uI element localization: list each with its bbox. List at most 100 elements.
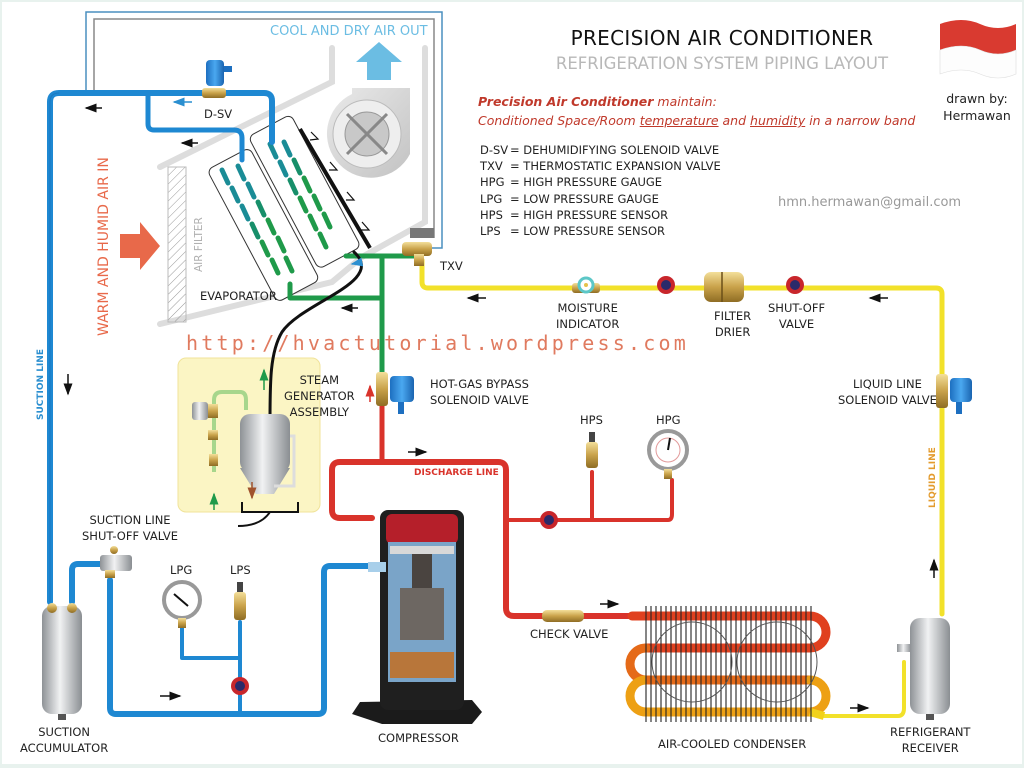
legend-abbr: LPS: [480, 224, 501, 239]
hps-label: HPS: [580, 413, 603, 427]
dsv-solenoid-valve-icon: [202, 60, 232, 98]
air-in-label: WARM AND HUMID AIR IN: [96, 157, 112, 336]
air-out-label: COOL AND DRY AIR OUT: [270, 24, 428, 39]
moisture-label-1: MOISTURE: [557, 301, 618, 315]
moisture-indicator-icon: [572, 276, 600, 294]
intro-line2-a: Conditioned Space/Room: [478, 113, 640, 128]
legend-desc: = DEHUMIDIFYING SOLENOID VALVE: [510, 143, 720, 157]
steam-label-1: STEAM: [299, 373, 339, 387]
air-cooled-condenser: [625, 606, 831, 722]
liquid-line-pipe: [419, 257, 945, 617]
txv-label: TXV: [440, 259, 463, 273]
air-in-arrow-icon: [120, 222, 160, 270]
legend-desc: = LOW PRESSURE GAUGE: [510, 191, 659, 206]
accumulator-to-valve-pipe: [69, 561, 109, 605]
legend-abbr: HPG: [480, 175, 505, 190]
accum-label-1: SUCTION: [38, 725, 91, 739]
author-credit: drawn by: Hermawan: [932, 90, 1022, 124]
suction-shutoff-valve-label: SUCTION LINE SHUT-OFF VALVE: [82, 512, 178, 544]
shutoff-valve-icon: [786, 276, 804, 294]
hps-hpg-branch-pipe: [504, 470, 674, 522]
suction-shutoff-valve-icon: [100, 546, 132, 578]
air-out-arrow-icon: [356, 42, 402, 80]
website-url: http://hvactutorial.wordpress.com: [186, 331, 689, 355]
compressor-label: COMPRESSOR: [378, 731, 459, 745]
intro-text: Precision Air Conditioner maintain: Cond…: [478, 92, 915, 130]
filter-label-1: FILTER: [714, 309, 752, 323]
discharge-service-valve-icon: [540, 511, 558, 529]
air-filter-label: AIR FILTER: [193, 217, 205, 272]
legend-row: TXV = THERMOSTATIC EXPANSION VALVE: [480, 158, 721, 174]
hotgas-label-1: HOT-GAS BYPASS: [430, 377, 529, 391]
shutoff-valve-label: SHUT-OFF VALVE: [768, 300, 825, 332]
filter-drier-icon: [704, 272, 744, 302]
lpg-lps-branch-pipe: [180, 620, 242, 716]
condenser-label: AIR-COOLED CONDENSER: [658, 737, 807, 751]
shutoff-label-1: SHUT-OFF: [768, 301, 826, 315]
check-valve-label: CHECK VALVE: [530, 627, 609, 641]
legend-desc: = THERMOSTATIC EXPANSION VALVE: [510, 159, 721, 174]
shutoff-label-2: VALVE: [778, 317, 815, 331]
suction-accumulator-label: SUCTION ACCUMULATOR: [20, 724, 108, 756]
suction-line-label: SUCTION LINE: [36, 349, 46, 420]
legend-desc: = HIGH PRESSURE GAUGE: [510, 175, 663, 190]
indonesia-flag-icon: [939, 20, 1017, 79]
discharge-line-pipe: [329, 459, 635, 619]
dsv-branch-pipe: [145, 90, 245, 163]
lpg-label: LPG: [170, 563, 193, 577]
lps-sensor-icon: [234, 582, 246, 620]
receiver-label: REFRIGERANT RECEIVER: [890, 724, 970, 756]
author-name: Hermawan: [943, 108, 1011, 123]
dsv-label: D-SV: [204, 107, 233, 121]
intro-humidity: humidity: [750, 113, 806, 128]
evaporator-label: EVAPORATOR: [200, 289, 277, 303]
suction-accumulator-icon: [42, 603, 82, 720]
legend-abbr: LPG: [480, 191, 503, 206]
compressor-icon: [352, 510, 482, 724]
abbreviation-legend: D-SV= DEHUMIDIFYING SOLENOID VALVE TXV = …: [480, 142, 721, 239]
receiver-label-1: REFRIGERANT: [890, 725, 971, 739]
hpg-label: HPG: [656, 413, 681, 427]
hot-gas-bypass-solenoid-valve-icon: [376, 372, 414, 414]
intro-bold: Precision Air Conditioner: [478, 94, 654, 109]
suction-sov-label-2: SHUT-OFF VALVE: [82, 529, 179, 543]
txv-expansion-valve-icon: [402, 228, 434, 266]
moisture-label-2: INDICATOR: [556, 317, 620, 331]
accum-label-2: ACCUMULATOR: [20, 741, 109, 755]
page-title: PRECISION AIR CONDITIONER: [570, 26, 874, 50]
hps-sensor-icon: [586, 432, 598, 468]
steam-label-3: ASSEMBLY: [289, 405, 350, 419]
author-email: hmn.hermawan@gmail.com: [778, 195, 962, 210]
steam-generator-label: STEAM GENERATOR ASSEMBLY: [284, 372, 355, 420]
suction-service-valve-icon: [231, 677, 249, 695]
shutoff-valve-icon: [657, 276, 675, 294]
discharge-line-label: DISCHARGE LINE: [414, 468, 499, 478]
lpg-gauge-icon: [162, 580, 202, 628]
suction-sov-label-1: SUCTION LINE: [89, 513, 171, 527]
lps-label: LPS: [230, 563, 251, 577]
legend-row: HPG = HIGH PRESSURE GAUGE: [480, 174, 721, 190]
intro-rest: maintain:: [653, 94, 717, 109]
intro-line2-b: and: [718, 113, 751, 128]
legend-abbr: HPS: [480, 207, 503, 222]
legend-desc: = HIGH PRESSURE SENSOR: [510, 207, 669, 222]
hotgas-label-2: SOLENOID VALVE: [430, 393, 529, 407]
receiver-label-2: RECEIVER: [901, 741, 959, 755]
legend-abbr: TXV: [480, 159, 503, 174]
steam-hose: [268, 250, 363, 424]
refrigerant-receiver-icon: [897, 618, 950, 720]
steam-generator-icon: [192, 390, 299, 527]
liquid-line-label: LIQUID LINE: [928, 447, 938, 508]
legend-abbr: D-SV: [480, 143, 509, 157]
filter-drier-label: FILTER DRIER: [714, 308, 751, 340]
intro-temperature: temperature: [639, 113, 719, 128]
steam-label-2: GENERATOR: [284, 389, 355, 403]
author-line1: drawn by:: [946, 91, 1008, 106]
hot-gas-bypass-label: HOT-GAS BYPASS SOLENOID VALVE: [430, 376, 529, 408]
filter-label-2: DRIER: [714, 325, 751, 339]
hpg-gauge-icon: [647, 429, 689, 479]
condenser-to-receiver-pipe: [822, 660, 906, 718]
legend-row: LPG = LOW PRESSURE GAUGE: [480, 191, 721, 207]
